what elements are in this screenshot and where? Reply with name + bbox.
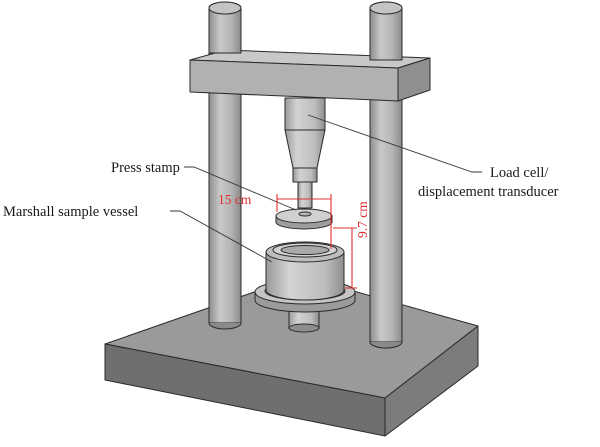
label-press-stamp: Press stamp <box>111 160 180 176</box>
load-cell-leader <box>307 114 482 173</box>
dimension-stamp-diameter <box>276 194 332 249</box>
press-stamp <box>275 208 333 230</box>
label-load-cell-line1: Load cell/ <box>490 165 549 181</box>
load-cell <box>284 97 326 209</box>
label-stamp-diameter: 15 cm <box>218 192 252 207</box>
label-vessel-height: 9.7 cm <box>355 201 370 238</box>
marshall-vessel <box>254 241 356 333</box>
label-load-cell-line2: displacement transducer <box>418 184 559 200</box>
press-stamp-leader <box>184 166 297 211</box>
dimension-vessel-height <box>333 227 357 289</box>
label-marshall-vessel: Marshall sample vessel <box>3 204 138 220</box>
crossbeam <box>189 1 431 102</box>
vessel-leader <box>170 210 273 263</box>
leader-lines <box>170 114 482 263</box>
